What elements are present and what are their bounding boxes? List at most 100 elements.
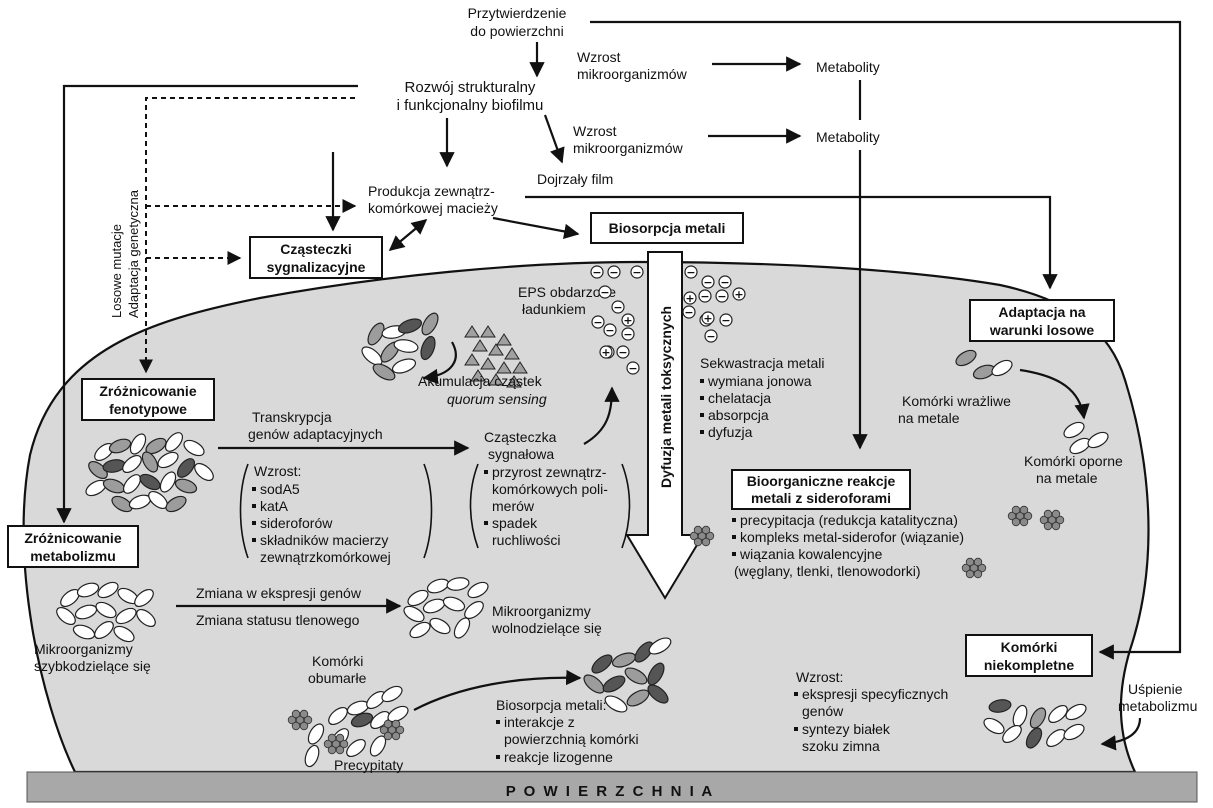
list-item: przyrost zewnątrz- [492, 464, 607, 480]
quorum-particle [506, 375, 522, 388]
list-item: sodA5 [260, 481, 300, 497]
precipitate-dot [1039, 515, 1049, 525]
precipitate-dot [291, 709, 301, 719]
ion-sign: + [623, 314, 632, 327]
signal-box-label-2: sygnalizacyjne [267, 259, 366, 275]
dormancy-label-1: Uśpienie [1128, 681, 1183, 697]
biosorption-box-label: Biosorpcja metali [609, 220, 726, 236]
precipitate-dot [291, 721, 301, 731]
sequestration-list: wymiana jonowa chelatacja absorpcja dyfu… [707, 373, 812, 440]
incomplete-box-label-2: niekompletne [984, 657, 1074, 673]
triangle-particles [464, 325, 528, 388]
cell-shape [139, 473, 161, 491]
ion-icon [682, 305, 696, 319]
cell-shape [176, 458, 196, 478]
growth-label-1a: Wzrost [577, 49, 621, 65]
ion-icon [603, 323, 617, 337]
cell-icon [85, 432, 214, 513]
siderophore-box-label-1: Bioorganiczne reakcje [747, 473, 896, 489]
cell-shape [446, 577, 470, 591]
cell-shape [307, 723, 325, 745]
ion-sign: − [618, 346, 627, 359]
ion-icon [607, 265, 621, 279]
precipitate-dot [1043, 509, 1053, 519]
precipitate-dot [395, 725, 405, 735]
fast-label-1: Mikroorganizmy [34, 641, 133, 657]
cell-shape [634, 641, 654, 663]
cell-shape [387, 705, 409, 723]
ion-icon [621, 313, 635, 327]
arrow-icon [388, 219, 428, 251]
list-item: merów [492, 498, 535, 514]
bracket-left [469, 463, 479, 549]
cell-shape [1025, 727, 1043, 749]
list-item: genów [802, 703, 844, 719]
oxygen-label: Zmiana statusu tlenowego [196, 612, 360, 628]
cell-icon [983, 699, 1087, 749]
ion-icon [718, 275, 732, 289]
cell-shape [369, 735, 387, 757]
cell-shape [159, 471, 177, 493]
quorum-particle [488, 343, 504, 356]
quorum-particle [470, 369, 486, 382]
precipitate-dot [969, 563, 979, 573]
cell-shape [1063, 723, 1085, 741]
cell-icon [361, 312, 439, 381]
ion-sign: − [628, 362, 637, 375]
arrow-icon [422, 341, 457, 385]
ion-icon [630, 265, 644, 279]
transcription-label-1: Transkrypcja [252, 409, 332, 425]
precipitate-dot [299, 709, 309, 719]
ion-sign: − [700, 290, 709, 303]
slow-label-2: wolnodzielące się [491, 620, 602, 636]
metabolites-label-1: Metabolity [816, 59, 880, 75]
ion-icon [591, 315, 605, 329]
ion-sign: − [720, 276, 729, 289]
signal-molecules-box [249, 236, 383, 279]
arrow-icon [492, 216, 580, 240]
quorum-particle [480, 357, 496, 370]
ion-sign: − [605, 324, 614, 337]
cell-shape [391, 358, 417, 374]
quorum-particle [464, 325, 480, 338]
ion-icon [621, 327, 635, 341]
precipitate-dot [705, 531, 715, 541]
bracket-right [423, 463, 433, 559]
cell-shape [1063, 421, 1085, 439]
eps-charged-label-2: ładunkiem [522, 301, 586, 317]
biosorption-box [590, 212, 744, 244]
growth-label-2b: mikroorganizmów [573, 140, 684, 156]
list-item: wiązania kowalencyjne [739, 546, 883, 562]
cell-shape [350, 712, 374, 728]
diffusion-arrow [625, 251, 705, 600]
list-item: komórkowych poli- [492, 481, 608, 497]
cell-shape [955, 349, 977, 367]
cell-shape [464, 600, 484, 620]
metabolites-label-2: Metabolity [816, 129, 880, 145]
ion-icon [590, 265, 604, 279]
growth-list: sodA5 katA sideroforów składników macier… [260, 481, 391, 565]
cell-shape [136, 608, 156, 628]
cell-shape [88, 460, 108, 480]
cell-shape [122, 454, 142, 474]
growth3-list: ekspresji specyficznych genów syntezy bi… [802, 686, 948, 754]
bullet-markers [794, 692, 798, 731]
cell-shape [407, 589, 429, 607]
bullet-markers [484, 470, 488, 525]
connector-line [56, 84, 358, 524]
growth3-title: Wzrost: [796, 669, 843, 685]
sensitive-label-2: na metale [898, 410, 960, 426]
biofilm-body [22, 260, 1150, 774]
growth-list-title: Wzrost: [254, 463, 301, 479]
cell-icon [955, 349, 1013, 380]
precipitate-dot [1011, 505, 1021, 515]
list-item: precypitacja (redukcja katalityczna) [740, 512, 958, 528]
surface-label: P O W I E R Z C H N I A [506, 783, 715, 800]
quorum-particle [472, 339, 488, 352]
precipitate-dot [1011, 517, 1021, 527]
diffusion-label: Dyfuzja metali toksycznych [658, 306, 674, 488]
quorum-particle [488, 373, 504, 386]
list-item: (węglany, tlenki, tlenowodorki) [734, 563, 921, 579]
bracket-right [621, 463, 631, 549]
